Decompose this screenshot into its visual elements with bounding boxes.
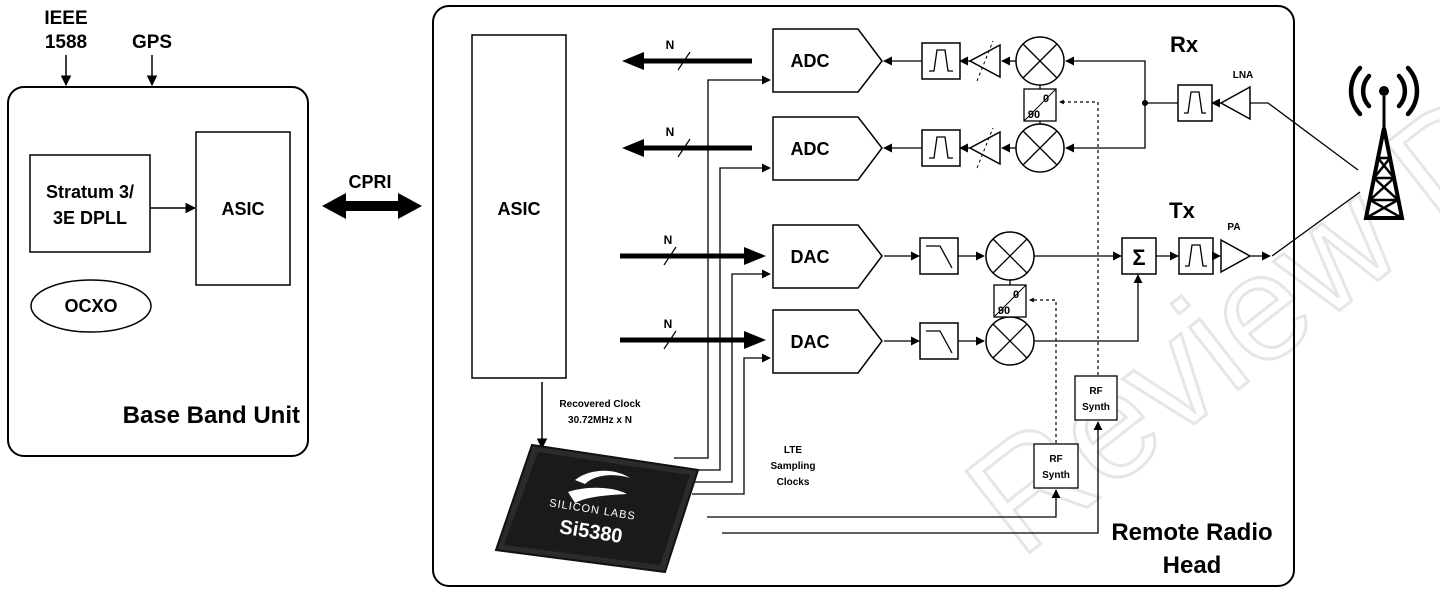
rx-feed: Rx LNA — [1065, 32, 1359, 171]
lowpass-filter-icon — [919, 237, 959, 275]
dpll-block — [29, 154, 151, 253]
vga-amplifier-icon — [968, 43, 1001, 79]
tx-label: Tx — [1169, 198, 1195, 223]
adc-block-1: ADC — [772, 28, 883, 93]
recovered-clock-label-line2: 30.72MHz x N — [568, 415, 632, 426]
rf-synth-rx: RF Synth — [1074, 375, 1118, 421]
ieee-1588-label-line2: 1588 — [45, 32, 87, 53]
ocxo-block — [30, 279, 152, 333]
phase-0-label: 0 — [1043, 93, 1049, 105]
tx-phase-shifter: 0 90 — [993, 280, 1057, 443]
lna-icon — [1219, 85, 1251, 121]
lowpass-filter-icon — [919, 322, 959, 360]
antenna-tower-icon — [1348, 65, 1420, 220]
tx-bandpass-filter-icon — [1178, 237, 1214, 275]
lna-label: LNA — [1233, 70, 1254, 81]
cpri-label: CPRI — [348, 172, 391, 192]
lte-label-line3: Clocks — [777, 477, 810, 488]
pa-icon — [1220, 238, 1252, 274]
ieee-1588-label-line1: IEEE — [44, 8, 87, 29]
rrh-asic-block — [471, 34, 567, 379]
rrh-title-line2: Head — [1163, 552, 1222, 579]
mixer-icon — [1015, 36, 1065, 86]
bus-width-label: N — [666, 125, 675, 139]
rf-synth-label-line2: Synth — [1082, 402, 1110, 413]
bus-adc1: N — [622, 38, 752, 71]
base-band-unit: IEEE 1588 GPS Stratum 3/ 3E DPLL ASIC OC… — [7, 8, 309, 457]
dac-label: DAC — [791, 247, 830, 267]
cpri-link: CPRI — [322, 172, 422, 219]
adc-label: ADC — [791, 51, 830, 71]
rf-synth-tx: RF Synth — [1033, 443, 1079, 489]
rx-label: Rx — [1170, 32, 1199, 57]
vga-amplifier-icon — [968, 130, 1001, 166]
bus-adc2: N — [622, 125, 752, 158]
rrh-title-line1: Remote Radio — [1111, 519, 1272, 546]
rf-synth-label-line1: RF — [1049, 454, 1062, 465]
lte-sampling-clocks: LTE Sampling Clocks — [674, 75, 816, 495]
rx-path-1 — [883, 36, 1065, 86]
bandpass-filter-icon — [921, 42, 961, 80]
bbu-title: Base Band Unit — [123, 402, 300, 429]
silicon-labs-logo — [568, 470, 630, 503]
bbu-enclosure — [7, 86, 309, 457]
adc-label: ADC — [791, 139, 830, 159]
dac-label: DAC — [791, 332, 830, 352]
bbu-asic-block — [195, 131, 291, 286]
rf-synth-label-line1: RF — [1089, 386, 1102, 397]
dac-block-1: DAC — [772, 224, 883, 289]
dpll-label-line1: Stratum 3/ — [46, 182, 134, 202]
summer-block — [1121, 237, 1157, 275]
mixer-icon — [985, 316, 1035, 366]
bbu-asic-label: ASIC — [221, 199, 264, 219]
rrh-enclosure — [432, 5, 1295, 587]
rf-synth-label-line2: Synth — [1042, 470, 1070, 481]
dpll-label-line2: 3E DPLL — [53, 208, 127, 228]
phase-90-label: 90 — [1028, 109, 1040, 121]
bus-dac1: N — [620, 233, 766, 266]
dac-block-2: DAC — [772, 309, 883, 374]
bus-width-label: N — [666, 38, 675, 52]
bus-width-label: N — [664, 317, 673, 331]
remote-radio-head: ASIC N N N N ADC — [432, 5, 1361, 587]
rx-phase-shifter: 0 90 — [1023, 85, 1099, 375]
mixer-icon — [985, 231, 1035, 281]
rrh-asic-label: ASIC — [497, 199, 540, 219]
recovered-clock-label-line1: Recovered Clock — [559, 399, 641, 410]
rx-path-2 — [883, 123, 1065, 173]
adc-block-2: ADC — [772, 116, 883, 181]
pa-label: PA — [1227, 222, 1240, 233]
lte-label-line1: LTE — [784, 445, 802, 456]
mixer-icon — [1015, 123, 1065, 173]
gps-label: GPS — [132, 32, 172, 53]
synth-reference-clocks — [707, 421, 1103, 534]
bus-dac2: N — [620, 317, 766, 350]
ocxo-label: OCXO — [64, 296, 117, 316]
si5380-chip: SILICON LABS Si5380 — [494, 443, 700, 574]
tx-output: Σ Tx PA — [1121, 191, 1361, 275]
summer-symbol: Σ — [1132, 245, 1145, 270]
bandpass-filter-icon — [921, 129, 961, 167]
cpri-double-arrow — [322, 193, 422, 219]
phase-90-label: 90 — [998, 305, 1010, 317]
recovered-clock: Recovered Clock 30.72MHz x N — [536, 382, 641, 450]
rx-bandpass-filter-icon — [1177, 84, 1213, 122]
phase-0-label: 0 — [1013, 289, 1019, 301]
tx-path-2 — [884, 274, 1143, 366]
tx-path-1 — [884, 231, 1122, 281]
bus-width-label: N — [664, 233, 673, 247]
lte-label-line2: Sampling — [770, 461, 815, 472]
